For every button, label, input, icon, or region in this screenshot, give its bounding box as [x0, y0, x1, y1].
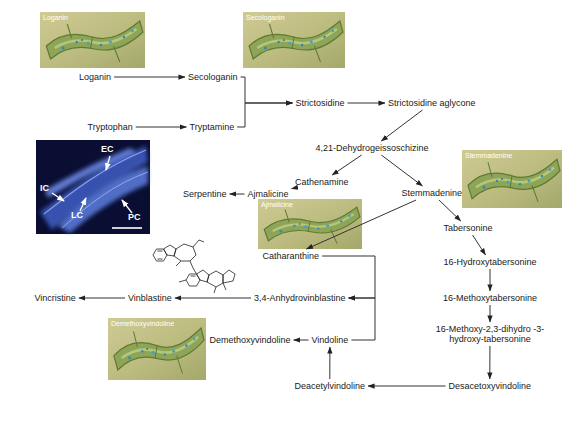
compound-name: Vinblastine	[128, 293, 172, 303]
compound-node: Vincristine	[34, 293, 77, 303]
reaction-arrow	[114, 77, 185, 78]
micrograph-label: Ajmalicine	[261, 201, 293, 209]
reaction-arrow	[489, 346, 490, 379]
compound-name: Strictosidine	[296, 98, 345, 108]
compound-name: Ajmalicine	[248, 189, 289, 199]
reaction-arrow	[332, 155, 362, 175]
compound-name: 3,4-Anhydrovinblastine	[254, 293, 346, 303]
compound-node: Secologanin	[187, 72, 239, 82]
compound-name: 16-Hydroxytabersonine	[444, 257, 537, 267]
compound-name: Vincristine	[35, 293, 76, 303]
compound-node: Tryptamine	[189, 122, 236, 132]
reaction-arrow	[473, 235, 486, 255]
cell-micrograph	[40, 12, 145, 68]
reaction-arrow	[348, 103, 385, 104]
micrograph-label: Secologanin	[246, 14, 285, 22]
compound-node: 4,21-Dehydrogeissoschizine	[315, 143, 430, 153]
cell-layer-label: EC	[101, 144, 114, 154]
compound-name: Cathenamine	[295, 177, 349, 187]
reaction-arrow	[175, 298, 251, 299]
reaction-arrow	[439, 200, 461, 221]
compound-node: Strictosidine	[295, 98, 346, 108]
compound-node: Serpentine	[182, 189, 228, 199]
chemical-structure	[153, 240, 235, 293]
compound-node: Stemmadenine	[401, 188, 464, 198]
compound-name: Desacetoxyvindoline	[449, 381, 532, 391]
reaction-arrow	[490, 305, 491, 322]
cell-micrograph	[108, 318, 206, 380]
compound-node: Cathenamine	[294, 177, 350, 187]
compound-name: Loganin	[79, 72, 111, 82]
compound-node: 16-Methoxytabersonine	[442, 293, 538, 303]
compound-name: 16-Methoxy-2,3-dihydro -3-hydroxy-tabers…	[434, 324, 546, 344]
fluorescence-micrograph	[36, 140, 150, 234]
compound-name: 16-Methoxytabersonine	[443, 293, 537, 303]
reaction-arrow	[237, 103, 292, 127]
cell-layer-label: IC	[40, 183, 49, 193]
compound-node: Strictosidine aglycone	[387, 98, 477, 108]
compound-node: 16-Hydroxytabersonine	[443, 257, 538, 267]
reaction-arrow	[368, 386, 445, 387]
compound-node: Ajmalicine	[247, 189, 290, 199]
reaction-arrow	[136, 127, 187, 128]
micrograph-label: Loganin	[43, 14, 68, 22]
compound-node: Demethoxyvindoline	[209, 335, 292, 345]
reaction-arrow	[329, 347, 330, 379]
cell-layer-label: PC	[128, 212, 141, 222]
compound-name: Deacetylvindoline	[295, 381, 366, 391]
reaction-arrow	[291, 188, 292, 189]
compound-name: Tabersonine	[444, 223, 493, 233]
compound-name: Serpentine	[183, 189, 227, 199]
compound-node: Vindoline	[311, 335, 350, 345]
compound-name: Secologanin	[188, 72, 238, 82]
reaction-arrow	[322, 256, 375, 298]
reaction-arrow	[241, 77, 293, 103]
reaction-arrow	[306, 200, 416, 249]
compound-name: Stemmadenine	[402, 188, 463, 198]
compound-node: Loganin	[78, 72, 112, 82]
cell-micrograph	[462, 150, 562, 208]
reaction-arrow	[294, 340, 309, 341]
compound-node: 16-Methoxy-2,3-dihydro -3-hydroxy-tabers…	[433, 324, 547, 344]
compound-name: Tryptophan	[88, 122, 133, 132]
compound-node: Vinblastine	[127, 293, 173, 303]
reaction-arrow	[381, 110, 422, 141]
reaction-arrow	[490, 269, 491, 291]
compound-name: Catharanthine	[263, 251, 320, 261]
reaction-arrow	[79, 298, 125, 299]
compound-node: Deacetylvindoline	[294, 381, 367, 391]
reaction-arrow	[230, 194, 245, 195]
compound-node: Catharanthine	[262, 251, 321, 261]
reaction-arrow	[349, 298, 375, 340]
compound-name: 4,21-Dehydrogeissoschizine	[316, 143, 429, 153]
compound-node: Tryptophan	[87, 122, 134, 132]
compound-node: 3,4-Anhydrovinblastine	[253, 293, 347, 303]
compound-node: Tabersonine	[443, 223, 494, 233]
compound-node: Desacetoxyvindoline	[448, 381, 533, 391]
compound-name: Vindoline	[312, 335, 349, 345]
compound-name: Demethoxyvindoline	[210, 335, 291, 345]
cell-layer-label: LC	[71, 210, 83, 220]
compound-name: Tryptamine	[190, 122, 235, 132]
reaction-arrow	[381, 155, 422, 186]
cell-micrograph	[243, 12, 345, 68]
cell-micrograph	[258, 199, 362, 249]
compound-name: Strictosidine aglycone	[388, 98, 476, 108]
micrograph-label: Stemmadenine	[465, 152, 512, 160]
micrograph-label: Demethoxyvindoline	[111, 320, 174, 328]
